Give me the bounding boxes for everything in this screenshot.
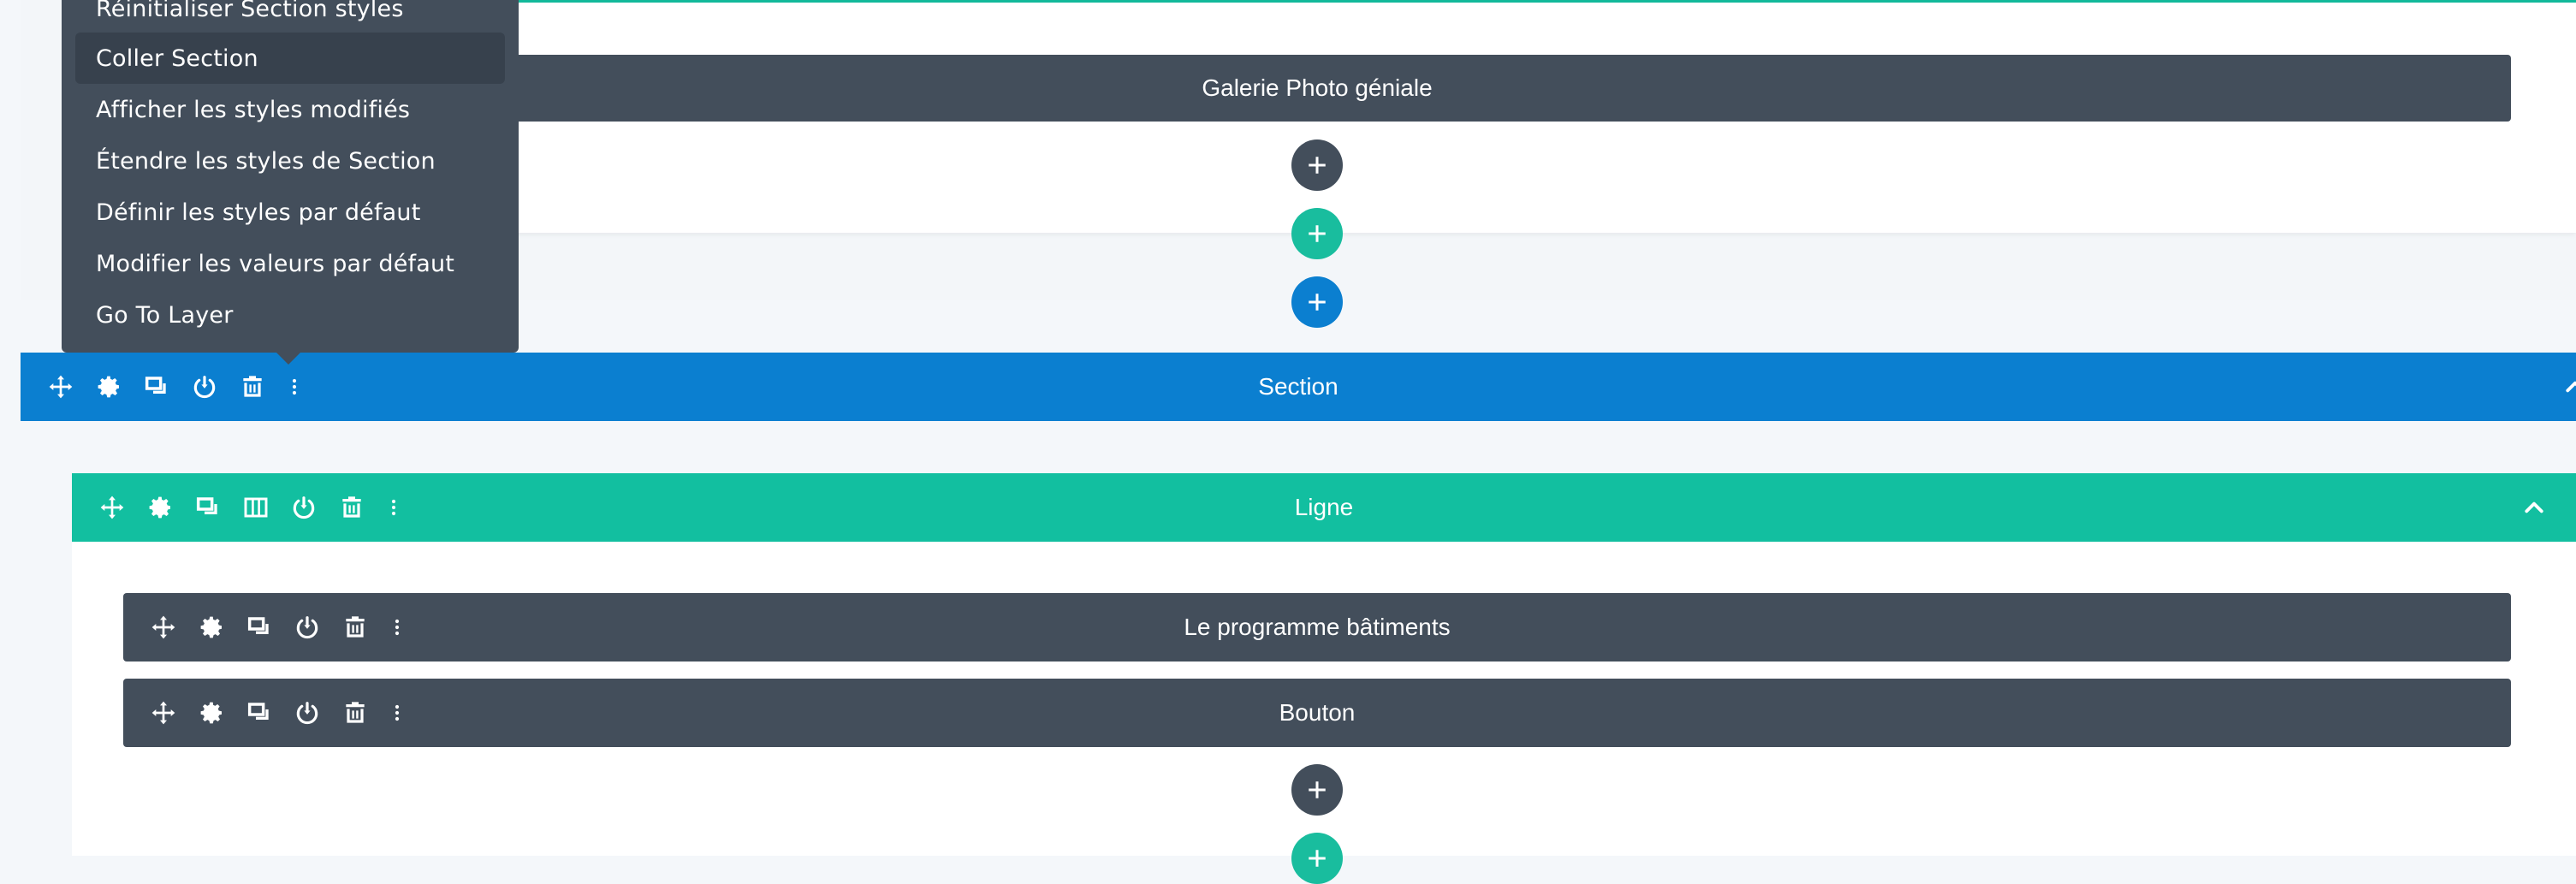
add-module-button[interactable] — [1291, 764, 1343, 816]
row-collapse-button[interactable] — [2521, 473, 2547, 542]
module-label: Le programme bâtiments — [1184, 614, 1451, 640]
plus-icon — [1306, 222, 1328, 245]
row-label: Ligne — [1294, 494, 1354, 520]
section-collapse-button[interactable] — [2562, 353, 2576, 421]
menu-item-show-modified-styles[interactable]: Afficher les styles modifiés — [75, 84, 505, 135]
section-context-menu: Réinitialiser Section styles Coller Sect… — [62, 0, 519, 353]
plus-icon — [1306, 847, 1328, 869]
menu-item-extend-section-styles[interactable]: Étendre les styles de Section — [75, 135, 505, 187]
add-section-button[interactable] — [1291, 276, 1343, 328]
plus-icon — [1306, 154, 1328, 176]
plus-icon — [1306, 779, 1328, 801]
menu-item-label: Go To Layer — [96, 301, 234, 329]
section-label: Section — [1258, 373, 1338, 400]
menu-item-label: Modifier les valeurs par défaut — [96, 250, 455, 277]
module-bouton[interactable]: Bouton — [123, 679, 2511, 747]
module-programme-batiments[interactable]: Le programme bâtiments — [123, 593, 2511, 662]
menu-item-reset-section-styles[interactable]: Réinitialiser Section styles — [75, 0, 505, 34]
menu-item-paste-section[interactable]: Coller Section — [75, 33, 505, 84]
menu-item-label: Afficher les styles modifiés — [96, 96, 411, 123]
menu-item-label: Étendre les styles de Section — [96, 147, 436, 175]
menu-item-label: Coller Section — [96, 44, 258, 72]
module-label: Galerie Photo géniale — [1202, 74, 1433, 101]
add-row-button[interactable] — [1291, 208, 1343, 259]
menu-item-go-to-layer[interactable]: Go To Layer — [75, 289, 505, 341]
plus-icon — [1306, 291, 1328, 313]
menu-item-set-default-styles[interactable]: Définir les styles par défaut — [75, 187, 505, 238]
module-galerie-photo[interactable]: Galerie Photo géniale — [123, 55, 2511, 122]
menu-item-label: Réinitialiser Section styles — [96, 0, 404, 22]
chevron-up-icon — [2521, 495, 2547, 520]
section-header-bar[interactable]: Section — [21, 353, 2576, 421]
row-header-bar[interactable]: Ligne — [72, 473, 2576, 542]
add-module-button[interactable] — [1291, 139, 1343, 191]
chevron-up-icon — [2562, 374, 2576, 400]
add-row-button[interactable] — [1291, 833, 1343, 884]
menu-item-edit-default-values[interactable]: Modifier les valeurs par défaut — [75, 238, 505, 289]
menu-item-label: Définir les styles par défaut — [96, 199, 421, 226]
context-menu-pointer — [276, 353, 300, 365]
module-label: Bouton — [1279, 699, 1356, 726]
